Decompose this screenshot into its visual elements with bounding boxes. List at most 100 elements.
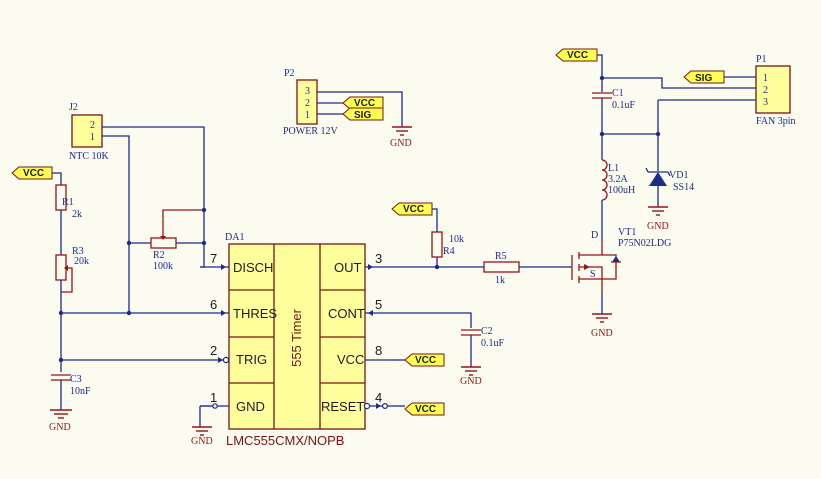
p2-ref: P2: [284, 68, 295, 79]
p1-value: FAN 3pin: [756, 116, 796, 127]
vt1-ref: VT1: [618, 227, 636, 238]
net-tag-vcc-left: VCC: [11, 166, 53, 180]
net-tag-vcc-top: VCC: [555, 48, 598, 62]
r2-value: 100k: [153, 261, 173, 272]
connector-p2-power[interactable]: P2 POWER 12V 3 2 1: [283, 68, 339, 137]
pin-num-2: 2: [210, 343, 217, 358]
pin-num-5: 5: [375, 297, 382, 312]
svg-text:GND: GND: [460, 376, 482, 387]
pin-name-vcc: VCC: [337, 352, 364, 367]
net-tag-vcc-pin8: VCC: [404, 353, 445, 367]
p1-body: [755, 65, 791, 114]
j2-pin-1: 1: [90, 132, 95, 143]
p1-pin-2: 2: [763, 85, 768, 96]
pin-name-cont: CONT: [328, 306, 365, 321]
pin-name-reset: RESET: [321, 399, 364, 414]
p1-pin-3: 3: [763, 97, 768, 108]
c3-ref: C3: [70, 374, 82, 385]
c1-ref: C1: [612, 88, 624, 99]
net-tag-sig-p1: SIG: [683, 70, 725, 84]
c2-ref: C2: [481, 326, 493, 337]
svg-text:GND: GND: [49, 422, 71, 433]
j2-ref: J2: [69, 102, 78, 113]
pin-num-7: 7: [210, 251, 217, 266]
svg-text:VCC: VCC: [403, 204, 424, 215]
r1-value: 2k: [72, 209, 82, 220]
pin-num-1: 1: [210, 390, 217, 405]
svg-text:VCC: VCC: [415, 355, 436, 366]
net-tag-sig-p2: SIG: [342, 107, 384, 121]
p1-pin-1: 1: [763, 73, 768, 84]
capacitor-c2[interactable]: C2 0.1uF: [461, 326, 505, 349]
p2-pin-1: 1: [305, 110, 310, 121]
svg-text:VCC: VCC: [354, 98, 375, 109]
r4-value: 10k: [449, 234, 464, 245]
net-tag-vcc-p2: VCC: [342, 96, 384, 110]
r1-ref: R1: [62, 197, 74, 208]
svg-text:GND: GND: [647, 221, 669, 232]
svg-text:VCC: VCC: [415, 404, 436, 415]
pin-name-out: OUT: [334, 260, 362, 275]
svg-text:VCC: VCC: [23, 168, 44, 179]
gnd-symbol-p2: GND: [390, 126, 412, 149]
c3-value: 10nF: [70, 386, 91, 397]
ic-ref-label: DA1: [225, 232, 244, 243]
svg-text:GND: GND: [390, 138, 412, 149]
vd1-ref: VD1: [669, 170, 688, 181]
pin-name-trig: TRIG: [236, 352, 267, 367]
svg-text:VCC: VCC: [567, 50, 588, 61]
svg-text:SIG: SIG: [354, 110, 371, 121]
r4-ref: R4: [443, 246, 455, 257]
l1-ref: L1: [608, 163, 619, 174]
vt1-d-label: D: [591, 230, 598, 241]
net-tag-vcc-r4: VCC: [391, 202, 433, 216]
gnd-symbol-vt1: GND: [591, 313, 613, 339]
pin-num-3: 3: [375, 251, 382, 266]
j2-pin-2: 2: [90, 120, 95, 131]
resistor-r4[interactable]: 10k R4: [431, 231, 464, 258]
vt1-s-label: S: [590, 269, 596, 280]
pin-num-6: 6: [210, 297, 217, 312]
potentiometer-r2[interactable]: R2 100k: [150, 209, 204, 272]
l1-value: 100uH: [608, 185, 635, 196]
r5-value: 1k: [495, 275, 505, 286]
p2-body: [296, 79, 318, 125]
r3-ref: R3: [72, 246, 84, 257]
ic-part-label: LMC555CMX/NOPB: [226, 433, 344, 448]
resistor-r5[interactable]: R5 1k: [483, 251, 520, 286]
p2-pin-3: 3: [305, 86, 310, 97]
vt1-value: P75N02LDG: [618, 238, 671, 249]
ic-center-label: 555 Timer: [289, 308, 304, 366]
diode-vd1[interactable]: VD1 SS14: [645, 167, 694, 193]
capacitor-c3[interactable]: C3 10nF: [51, 374, 91, 397]
p2-pin-2: 2: [305, 98, 310, 109]
j2-body: [71, 114, 103, 148]
inductor-l1[interactable]: L1 3.2A 100uH: [601, 159, 635, 201]
gnd-symbol-vd1: GND: [647, 206, 669, 232]
pin-num-8: 8: [375, 343, 382, 358]
p2-value: POWER 12V: [283, 126, 339, 137]
j2-value: NTC 10K: [69, 151, 110, 162]
vd1-value: SS14: [673, 182, 694, 193]
r5-ref: R5: [495, 251, 507, 262]
pin-num-4b: 4: [375, 390, 382, 405]
mosfet-vt1[interactable]: D S VT1 P75N02LDG: [571, 227, 671, 292]
gnd-symbol-c3: GND: [49, 409, 72, 433]
net-tag-vcc-pin4: VCC: [404, 402, 445, 416]
p1-ref: P1: [756, 54, 767, 65]
connector-p1-fan[interactable]: P1 FAN 3pin 1 2 3: [755, 54, 796, 127]
gnd-symbol-c2: GND: [460, 366, 482, 387]
capacitor-c1[interactable]: C1 0.1uF: [592, 88, 636, 111]
pin-name-thres: THRES: [233, 306, 277, 321]
ic-555-timer[interactable]: DA1 LMC555CMX/NOPB 555 Timer DISCH THRES…: [200, 232, 395, 448]
gnd-symbol-ic: GND: [191, 426, 213, 447]
pin-name-disch: DISCH: [233, 260, 273, 275]
pin-name-gnd: GND: [236, 399, 265, 414]
connector-j2-ntc[interactable]: J2 NTC 10K 2 1: [69, 102, 110, 162]
svg-text:GND: GND: [191, 436, 213, 447]
r3-value: 20k: [74, 256, 89, 267]
svg-text:GND: GND: [591, 328, 613, 339]
r2-ref: R2: [153, 250, 165, 261]
resistor-r1[interactable]: R1 2k: [55, 184, 82, 220]
